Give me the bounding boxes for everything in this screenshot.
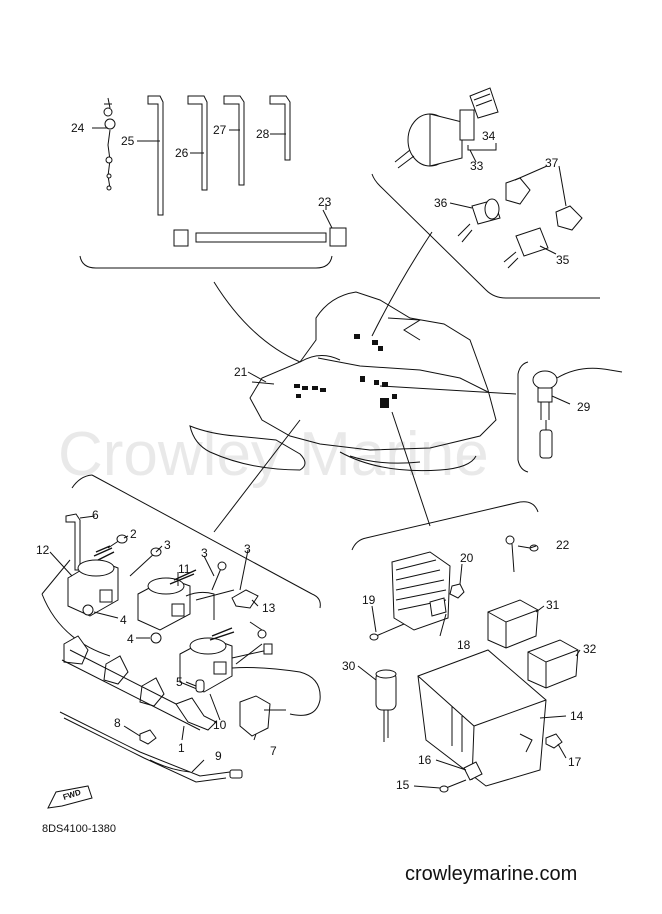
drawing-code: 8DS4100-1380: [42, 823, 116, 835]
callout-5: 5: [176, 675, 183, 689]
callout-33: 33: [470, 159, 484, 173]
footer-url: crowleymarine.com: [405, 863, 577, 885]
callout-11: 11: [178, 562, 191, 576]
cable-ties-group: [79, 95, 347, 269]
callout-31: 31: [546, 598, 560, 612]
callout-14: 14: [570, 709, 584, 723]
callout-30: 30: [342, 659, 356, 673]
callout-2: 2: [130, 527, 137, 541]
callout-24: 24: [71, 121, 85, 135]
callout-37: 37: [545, 156, 559, 170]
main-switch-group: [371, 87, 600, 299]
callout-36: 36: [434, 196, 448, 210]
callout-28: 28: [256, 127, 270, 141]
callout-8: 8: [114, 716, 121, 730]
callout-16: 16: [418, 753, 432, 767]
callout-4a: 4: [120, 613, 127, 627]
callout-6: 6: [92, 508, 99, 522]
callout-1: 1: [178, 741, 185, 755]
callout-10: 10: [213, 718, 227, 732]
callout-12: 12: [36, 543, 50, 557]
callout-15: 15: [396, 778, 410, 792]
snowmobile-outline: [189, 231, 517, 533]
callout-23: 23: [318, 195, 332, 209]
socket-29-group: [517, 361, 623, 473]
callout-9: 9: [215, 749, 222, 763]
callout-32: 32: [583, 642, 597, 656]
leader-lines: [49, 127, 581, 789]
callout-26: 26: [175, 146, 189, 160]
callout-3c: 3: [244, 542, 251, 556]
callout-34: 34: [482, 129, 496, 143]
callout-35: 35: [556, 253, 570, 267]
callout-3a: 3: [164, 538, 171, 552]
callout-13: 13: [262, 601, 276, 615]
callout-29: 29: [577, 400, 591, 414]
callout-3b: 3: [201, 546, 208, 560]
callout-19: 19: [362, 593, 376, 607]
ignition-coils-group: FWD: [41, 474, 321, 809]
callout-4b: 4: [127, 632, 134, 646]
callout-25: 25: [121, 134, 135, 148]
callout-27: 27: [213, 123, 227, 137]
callout-21: 21: [234, 365, 248, 379]
callout-17: 17: [568, 755, 582, 769]
callout-18: 18: [457, 638, 471, 652]
callout-7: 7: [270, 744, 277, 758]
cdi-rectifier-group: [351, 501, 579, 793]
callout-22: 22: [556, 538, 570, 552]
callout-numbers: 24 25 26 27 28 23 34 33 37 36 35 21 29 6…: [36, 121, 597, 792]
callout-20: 20: [460, 551, 474, 565]
